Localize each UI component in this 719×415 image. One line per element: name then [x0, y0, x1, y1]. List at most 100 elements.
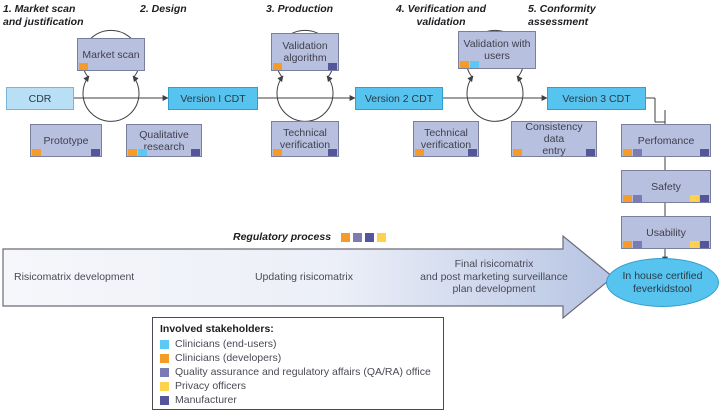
chip-manufacturer: [700, 149, 709, 156]
chip-privacy-officer: [690, 241, 699, 248]
legend-panel: Involved stakeholders: Clinicians (end-u…: [152, 317, 444, 410]
chip-privacy-officer: [690, 195, 699, 202]
chip-manufacturer: [586, 149, 595, 156]
chips-qualitative-right: [191, 149, 200, 156]
result-node[interactable]: In house certified feverkidstool: [606, 258, 719, 307]
chip-clinician-developer: [273, 149, 282, 156]
chips-usability-right: [690, 241, 709, 248]
node-technical-verification-2[interactable]: Technical verification: [413, 121, 479, 157]
chip-clinician-developer: [79, 63, 88, 70]
legend-swatch-manufacturer: [160, 395, 169, 405]
legend-item-clinicians-end-users: Clinicians (end-users): [160, 337, 436, 351]
node-validation-with-users[interactable]: Validation with users: [458, 31, 536, 69]
chips-techver2-left: [415, 149, 424, 156]
node-technical-verification-1-label: Technical verification: [279, 127, 331, 151]
chip-clinician-end-user: [470, 61, 479, 68]
swatch-manufacturer: [365, 232, 375, 242]
legend-title: Involved stakeholders:: [160, 323, 274, 335]
band-stage-2: Updating risicomatrix: [254, 271, 354, 283]
legend-label-privacy-officer: Privacy officers: [175, 380, 246, 392]
chips-prototype-left: [32, 149, 41, 156]
node-technical-verification-2-label: Technical verification: [420, 127, 472, 151]
node-prototype[interactable]: Prototype: [30, 124, 102, 157]
legend-swatch-qara: [160, 367, 169, 377]
chip-clinician-developer: [128, 149, 137, 156]
chips-safety-right: [690, 195, 709, 202]
chip-manufacturer: [328, 149, 337, 156]
chips-techver2-right: [468, 149, 477, 156]
chip-clinician-developer: [623, 241, 632, 248]
chip-manufacturer: [328, 63, 337, 70]
chips-techver1-left: [273, 149, 282, 156]
legend-swatch-clinician-end-user: [160, 339, 169, 349]
chip-clinician-developer: [623, 149, 632, 156]
node-version-3-cdt[interactable]: Version 3 CDT: [547, 87, 646, 110]
node-consistency-data-entry[interactable]: Consistency data entry: [511, 121, 597, 157]
chip-clinician-developer: [460, 61, 469, 68]
chips-qualitative-left: [128, 149, 147, 156]
chips-safety-left: [623, 195, 642, 202]
regulatory-process-label: Regulatory process: [233, 231, 387, 243]
chips-consistency-left: [513, 149, 522, 156]
node-usability[interactable]: Usability: [621, 216, 711, 249]
legend-item-manufacturer: Manufacturer: [160, 393, 436, 407]
legend-item-privacy-officers: Privacy officers: [160, 379, 436, 393]
chip-clinician-developer: [513, 149, 522, 156]
node-cdr[interactable]: CDR: [6, 87, 74, 110]
chip-manufacturer: [700, 241, 709, 248]
legend-label-qara: Quality assurance and regulatory affairs…: [175, 366, 431, 378]
chips-validation-algorithm-left: [273, 63, 282, 70]
legend-item-clinicians-developers: Clinicians (developers): [160, 351, 436, 365]
node-performance-label: Perfomance: [637, 134, 695, 147]
node-usability-label: Usability: [646, 226, 686, 239]
swatch-clinician-developer: [341, 232, 351, 242]
chip-clinician-developer: [273, 63, 282, 70]
result-node-label: In house certified feverkidstool: [622, 270, 703, 295]
node-cdr-label: CDR: [28, 92, 52, 105]
node-market-scan-label: Market scan: [82, 48, 140, 61]
phase-heading-1: 1. Market scan and justification: [3, 3, 84, 28]
legend-swatch-clinician-developer: [160, 353, 169, 363]
band-stage-1: Risicomatrix development: [14, 271, 135, 283]
chip-clinician-developer: [623, 195, 632, 202]
phase-heading-4: 4. Verification and validation: [395, 3, 487, 28]
node-technical-verification-1[interactable]: Technical verification: [271, 121, 339, 157]
phase-heading-2: 2. Design: [140, 3, 187, 15]
node-version-3-cdt-label: Version 3 CDT: [562, 92, 631, 105]
node-validation-algorithm-label: Validation algorithm: [282, 40, 328, 64]
legend-label-manufacturer: Manufacturer: [175, 394, 237, 406]
node-safety[interactable]: Safety: [621, 170, 711, 203]
chips-usability-left: [623, 241, 642, 248]
chip-manufacturer: [468, 149, 477, 156]
chip-qara: [633, 149, 642, 156]
chips-performance-left: [623, 149, 642, 156]
node-consistency-data-entry-label: Consistency data entry: [525, 121, 583, 157]
node-validation-algorithm[interactable]: Validation algorithm: [271, 33, 339, 71]
legend-item-qara: Quality assurance and regulatory affairs…: [160, 365, 436, 379]
phase-heading-3: 3. Production: [266, 3, 334, 15]
node-market-scan[interactable]: Market scan: [77, 38, 145, 71]
node-validation-with-users-label: Validation with users: [463, 38, 531, 62]
node-version-2-cdt-label: Version 2 CDT: [364, 92, 434, 105]
legend-swatch-privacy-officer: [160, 381, 169, 391]
legend-label-clinician-developer: Clinicians (developers): [175, 352, 282, 364]
chip-clinician-developer: [32, 149, 41, 156]
chips-prototype-right: [91, 149, 100, 156]
chips-validation-algorithm-right: [328, 63, 337, 70]
node-qualitative-research[interactable]: Qualitative research: [126, 124, 202, 157]
chip-clinician-developer: [415, 149, 424, 156]
legend-label-clinician-end-user: Clinicians (end-users): [175, 338, 277, 350]
node-version-1-cdt[interactable]: Version I CDT: [168, 87, 258, 110]
node-version-2-cdt[interactable]: Version 2 CDT: [355, 87, 443, 110]
chip-manufacturer: [700, 195, 709, 202]
chips-consistency-right: [586, 149, 595, 156]
swatch-qara: [353, 232, 363, 242]
node-performance[interactable]: Perfomance: [621, 124, 711, 157]
regulatory-process-swatches: [341, 232, 387, 242]
regulatory-process-text: Regulatory process: [233, 231, 332, 243]
chip-manufacturer: [191, 149, 200, 156]
chip-clinician-end-user: [138, 149, 147, 156]
chips-validation-users-left: [460, 61, 479, 68]
node-qualitative-research-label: Qualitative research: [139, 128, 189, 153]
